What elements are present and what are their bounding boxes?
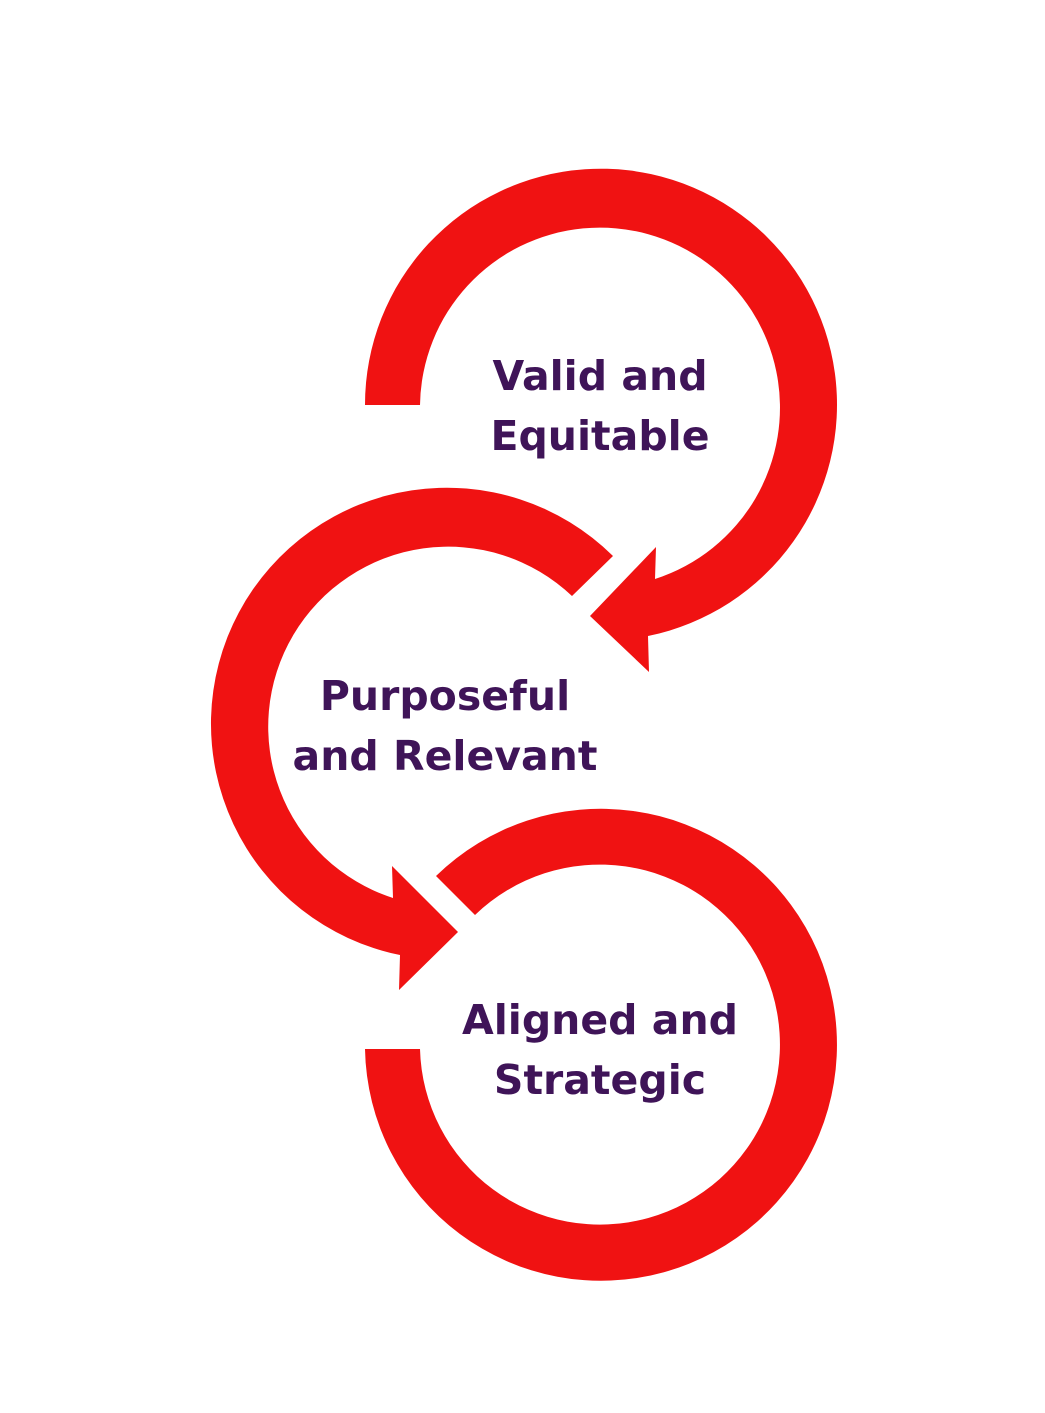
arrow-ring-purposeful-relevant: [210, 487, 614, 990]
node-label-valid-equitable: Valid and Equitable: [440, 346, 760, 466]
node-label-line: and Relevant: [292, 732, 598, 780]
node-label-line: Purposeful: [319, 672, 571, 720]
node-label-line: Equitable: [490, 412, 710, 460]
node-label-purposeful-relevant: Purposeful and Relevant: [270, 666, 620, 786]
node-label-line: Valid and: [492, 352, 708, 400]
node-label-aligned-strategic: Aligned and Strategic: [430, 990, 770, 1110]
node-label-line: Aligned and: [461, 996, 738, 1044]
arrow-ring-valid-equitable: [364, 168, 837, 673]
node-label-line: Strategic: [493, 1056, 707, 1104]
